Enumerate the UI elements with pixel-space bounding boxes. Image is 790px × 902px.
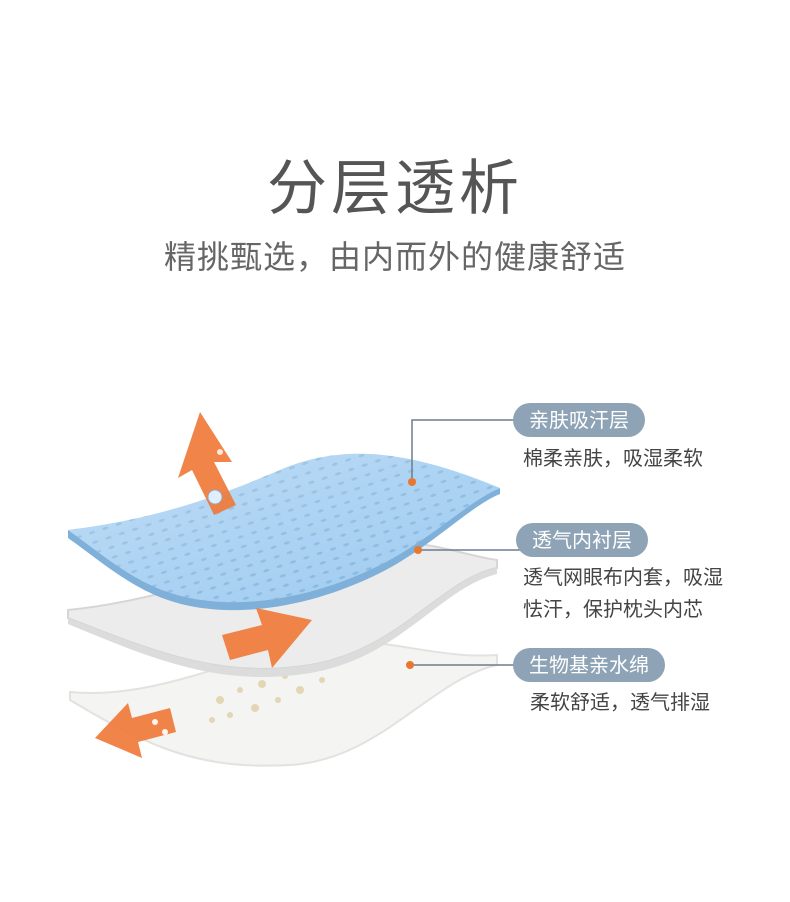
desc-mesh-layer-line1: 透气网眼布内套，吸湿 [523,565,723,589]
desc-mesh-layer-line2: 怯汗，保护枕头内芯 [523,597,703,621]
page-subtitle: 精挑甄选，由内而外的健康舒适 [163,238,626,276]
arrow-right-icon [222,608,312,668]
label-mesh-layer: 透气内衬层 [516,523,648,557]
desc-skin-layer: 棉柔亲肤，吸湿柔软 [523,446,703,470]
desc-sponge-layer: 柔软舒适，透气排湿 [530,690,710,714]
connector-2 [414,546,520,554]
arrow-left-icon [95,703,176,758]
arrow-up-icon [178,412,236,515]
label-skin-layer: 亲肤吸汗层 [513,403,645,437]
connector-3 [406,661,520,669]
skin-layer [68,453,500,611]
page-title: 分层透析 [267,154,523,224]
connector-1 [408,419,520,486]
label-sponge-layer: 生物基亲水绵 [513,648,665,682]
